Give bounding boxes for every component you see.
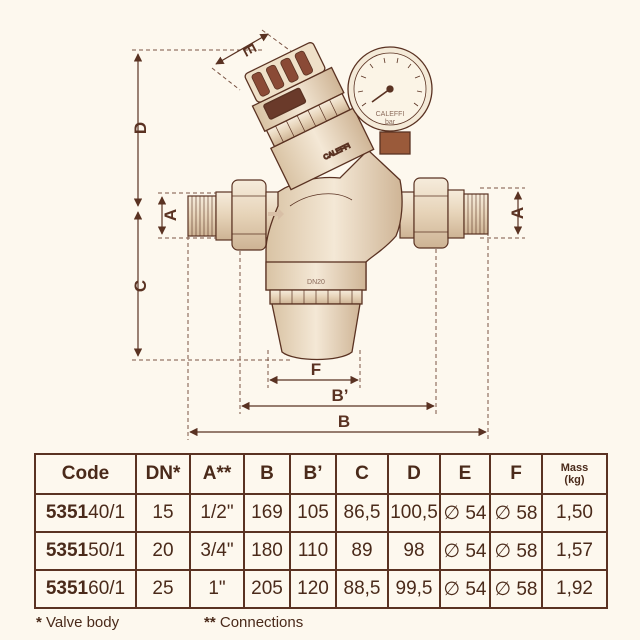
right-connection: [399, 177, 489, 249]
cell-mass: 1,57: [541, 531, 608, 571]
brand-mark-gauge: CALEFFI: [376, 111, 405, 118]
cell-a: 3/4": [189, 531, 245, 571]
cell-dn: 25: [135, 569, 191, 609]
extension-lines: [132, 29, 525, 440]
code-rest: 50/1: [88, 540, 126, 561]
code-rest: 40/1: [88, 502, 126, 523]
header-a: A**: [189, 453, 245, 495]
header-c: C: [335, 453, 389, 495]
cell-c: 88,5: [335, 569, 389, 609]
footnote-valve-body: * Valve body: [36, 614, 119, 631]
code-bold: 5351: [45, 540, 89, 561]
header-f: F: [489, 453, 543, 495]
cell-c: 89: [335, 531, 389, 571]
cell-e: ∅ 54: [439, 493, 491, 533]
dim-label-B-prime: B’: [332, 386, 349, 405]
cell-b-prime: 110: [289, 531, 337, 571]
cell-code: 535140/1: [34, 493, 137, 533]
code-bold: 5351: [45, 502, 89, 523]
dim-label-A-left: A: [161, 209, 180, 221]
header-e: E: [439, 453, 491, 495]
header-mass: Mass (kg): [541, 453, 608, 495]
left-connection: [187, 179, 281, 251]
footnote-valve-mark: *: [36, 614, 42, 631]
cell-b-prime: 120: [289, 569, 337, 609]
cell-d: 98: [387, 531, 441, 571]
cell-a: 1": [189, 569, 245, 609]
cell-e: ∅ 54: [439, 569, 491, 609]
cell-mass: 1,92: [541, 569, 608, 609]
header-dn: DN*: [135, 453, 191, 495]
table-row: 535150/1 20 3/4" 180 110 89 98 ∅ 54 ∅ 58…: [34, 531, 608, 571]
table-row: 535140/1 15 1/2" 169 105 86,5 100,5 ∅ 54…: [34, 493, 608, 533]
footnote-valve-text: Valve body: [46, 614, 120, 631]
header-code: Code: [34, 453, 137, 495]
header-mass-line1: Mass: [560, 462, 589, 474]
dim-label-C: C: [131, 280, 150, 292]
cell-e: ∅ 54: [439, 531, 491, 571]
table-header-row: Code DN* A** B B’ C D E F Mass (kg): [34, 453, 608, 495]
cell-b: 180: [243, 531, 291, 571]
cell-dn: 15: [135, 493, 191, 533]
dim-label-B: B: [338, 412, 350, 431]
footnote-conn-mark: **: [204, 614, 216, 631]
pressure-gauge: CALEFFI bar: [347, 46, 433, 155]
dim-label-F: F: [311, 360, 321, 379]
cell-b-prime: 105: [289, 493, 337, 533]
cell-dn: 20: [135, 531, 191, 571]
footnote-conn-text: Connections: [219, 614, 304, 631]
dim-label-D: D: [131, 122, 150, 134]
cell-code: 535150/1: [34, 531, 137, 571]
dimension-lines: [133, 33, 523, 437]
dim-label-E: E: [238, 40, 260, 59]
header-mass-line2: (kg): [564, 474, 585, 486]
footnote-connections: ** Connections: [204, 614, 303, 631]
cell-f: ∅ 58: [489, 493, 543, 533]
cell-mass: 1,50: [541, 493, 608, 533]
size-mark: DN20: [307, 279, 325, 286]
cell-f: ∅ 58: [489, 569, 543, 609]
cell-f: ∅ 58: [489, 531, 543, 571]
header-b: B: [243, 453, 291, 495]
cell-b: 205: [243, 569, 291, 609]
cell-b: 169: [243, 493, 291, 533]
cell-a: 1/2": [189, 493, 245, 533]
valve-technical-drawing: CALEFFI CALEFFI bar DN20 E D A A C F B’ …: [131, 29, 527, 440]
dim-label-A-right: A: [508, 207, 527, 219]
cell-d: 99,5: [387, 569, 441, 609]
header-b-prime: B’: [289, 453, 337, 495]
code-rest: 60/1: [88, 578, 126, 599]
cell-d: 100,5: [387, 493, 441, 533]
bonnet: CALEFFI: [244, 42, 375, 191]
code-bold: 5351: [45, 578, 89, 599]
gauge-unit: bar: [385, 119, 396, 126]
cell-code: 535160/1: [34, 569, 137, 609]
table-row: 535160/1 25 1" 205 120 88,5 99,5 ∅ 54 ∅ …: [34, 569, 608, 609]
header-d: D: [387, 453, 441, 495]
spec-table: Code DN* A** B B’ C D E F Mass (kg) 5351…: [34, 453, 608, 609]
cell-c: 86,5: [335, 493, 389, 533]
